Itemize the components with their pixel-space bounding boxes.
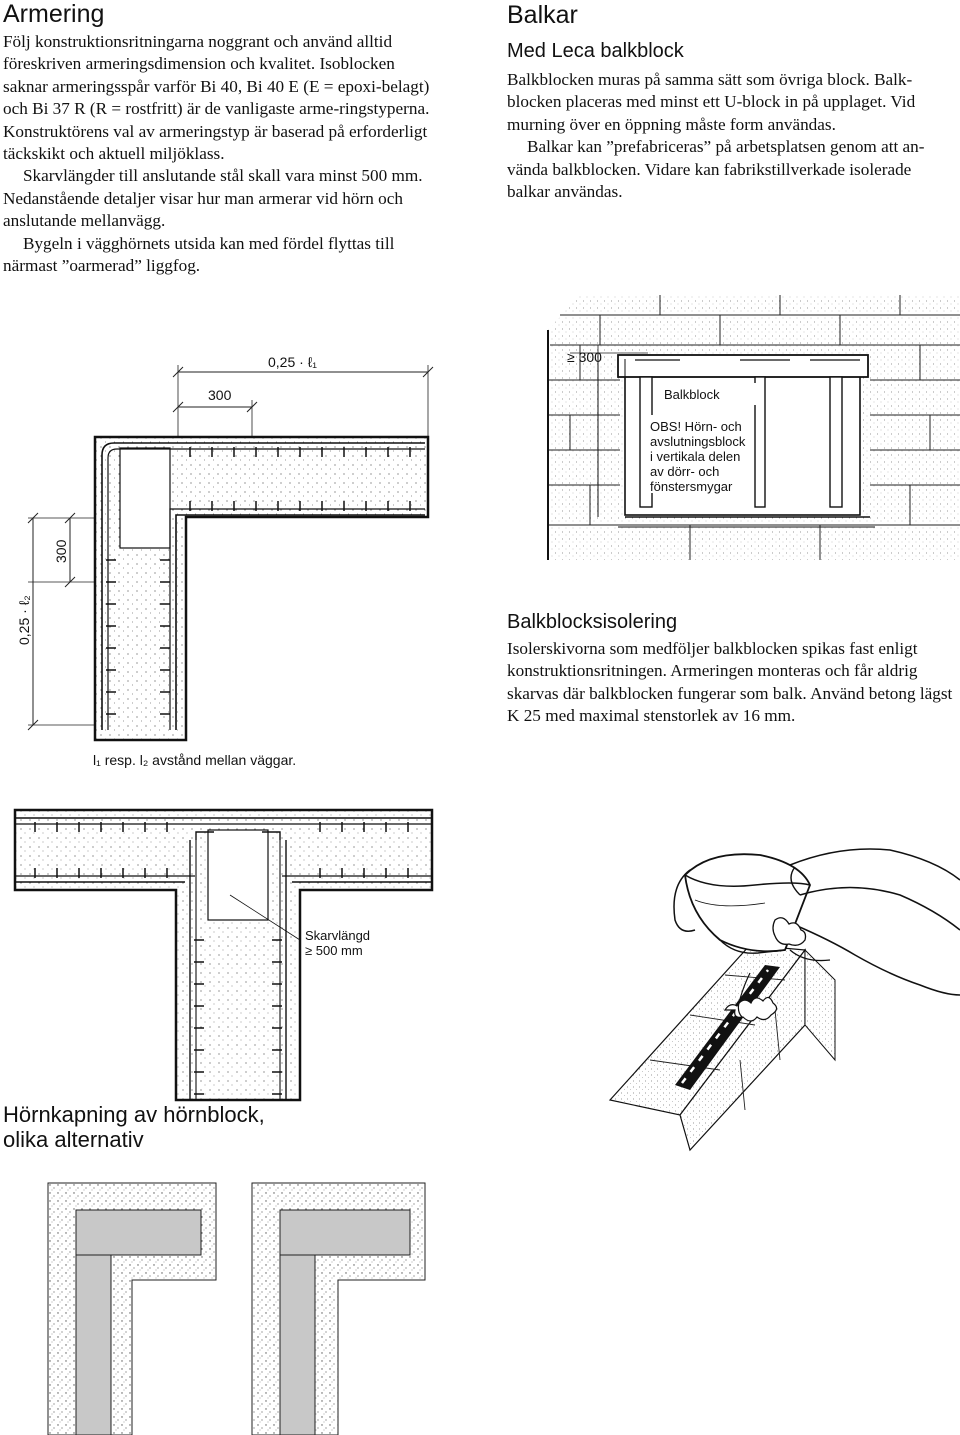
corner-cut-alt-2 bbox=[251, 1182, 426, 1435]
wall-label-balkblock: Balkblock bbox=[664, 387, 720, 402]
wall-note-line5: fönstersmygar bbox=[650, 479, 733, 494]
balkar-title: Balkar bbox=[507, 1, 578, 29]
wall-note-line3: i vertikala delen bbox=[650, 449, 740, 464]
wall-note-line4: av dörr- och bbox=[650, 464, 719, 479]
isolering-para1: Isolerskivorna som medföljer balkblocken… bbox=[507, 639, 953, 726]
balkar-para2: Balkar kan ”prefabriceras” på arbetsplat… bbox=[507, 137, 925, 202]
tee-label-line2: ≥ 500 mm bbox=[305, 943, 363, 958]
balkar-para1: Balkblocken muras på samma sätt som övri… bbox=[507, 70, 916, 134]
wall-opening-drawing: ≥ 300 Balkblock OBS! Hörn- och avslutnin… bbox=[547, 295, 960, 560]
corner-cut-alternatives bbox=[47, 1182, 426, 1435]
dim-top-short-label: 300 bbox=[208, 387, 232, 403]
armering-para1: Följ konstruktionsritningarna noggrant o… bbox=[3, 32, 430, 164]
isolering-title: Balkblocksisolering bbox=[507, 611, 678, 633]
corner-caption: l₁ resp. l₂ avstånd mellan väggar. bbox=[93, 752, 297, 768]
armering-title: Armering bbox=[3, 0, 105, 28]
wall-note-line1: OBS! Hörn- och bbox=[650, 419, 742, 434]
armering-para3: Bygeln i vägghörnets utsida kan med förd… bbox=[3, 233, 395, 276]
corner-reinforcement-drawing: 0,25 · ℓ₁ 300 300 0,25 · ℓ₂ bbox=[16, 354, 434, 742]
armering-para2: Skarvlängder till anslutande stål skall … bbox=[3, 166, 423, 231]
hornkapning-title-line1: Hörnkapning av hörnblock, bbox=[3, 1102, 265, 1127]
tee-label-line1: Skarvlängd bbox=[305, 928, 370, 943]
hornkapning-title: Hörnkapning av hörnblock, olika alternat… bbox=[3, 1102, 265, 1152]
balkar-text: Balkblocken muras på samma sätt som övri… bbox=[507, 69, 957, 203]
dim-top-long-label: 0,25 · ℓ₁ bbox=[268, 354, 317, 370]
dim-left-long-label: 0,25 · ℓ₂ bbox=[16, 595, 32, 645]
dim-left-short-label: 300 bbox=[53, 539, 69, 563]
tee-reinforcement-drawing: Skarvlängd ≥ 500 mm bbox=[13, 808, 434, 1102]
pouring-concrete-drawing bbox=[608, 848, 960, 1152]
corner-cut-alt-1 bbox=[47, 1182, 217, 1435]
armering-text: Följ konstruktionsritningarna noggrant o… bbox=[3, 31, 431, 277]
isolering-text: Isolerskivorna som medföljer balkblocken… bbox=[507, 638, 957, 728]
balkar-subtitle: Med Leca balkblock bbox=[507, 40, 684, 62]
hornkapning-title-line2: olika alternativ bbox=[3, 1127, 144, 1152]
wall-note-line2: avslutningsblock bbox=[650, 434, 746, 449]
wall-dim-label: ≥ 300 bbox=[567, 349, 602, 365]
